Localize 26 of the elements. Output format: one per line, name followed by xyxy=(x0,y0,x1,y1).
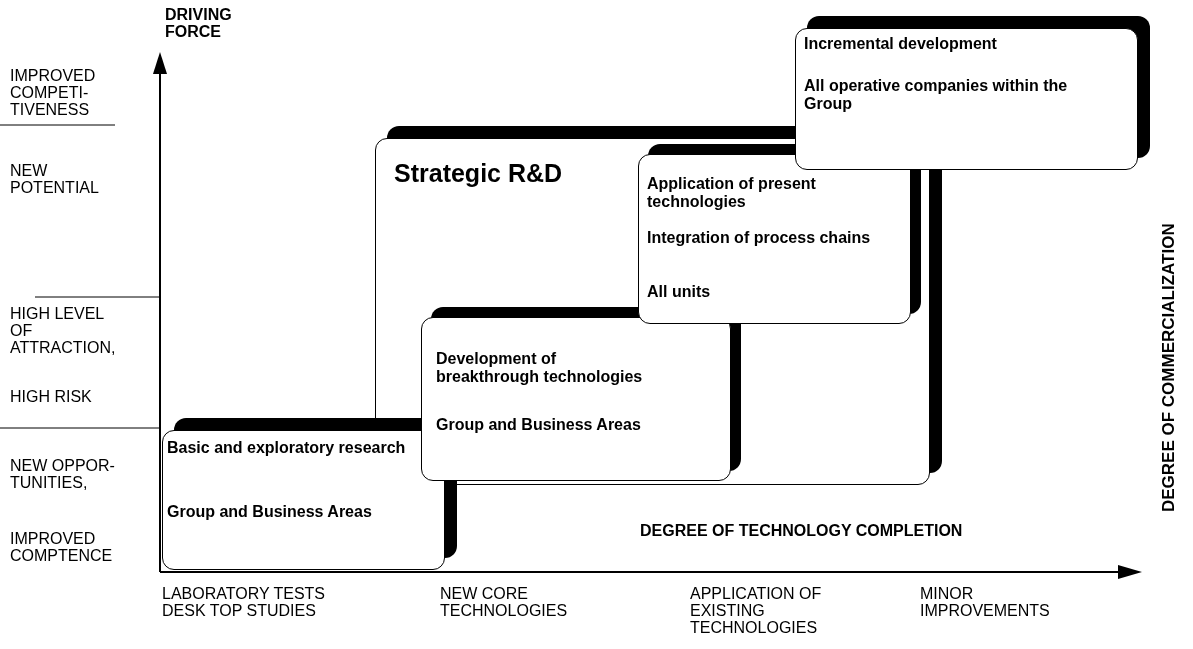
scale-label: HIGH RISK xyxy=(10,388,93,405)
axis-label: MINOR IMPROVEMENTS xyxy=(920,585,1051,619)
stage-box xyxy=(795,28,1138,170)
box-text: All operative companies within the Group xyxy=(804,77,1069,113)
scale-label: NEW POTENTIAL xyxy=(10,162,100,196)
box-text: Group and Business Areas xyxy=(167,503,373,521)
box-text: Group and Business Areas xyxy=(436,416,642,434)
axis-title: DEGREE OF COMMERCIALIZATION xyxy=(1160,223,1177,512)
box-text: All units xyxy=(647,283,712,301)
axis-label: NEW CORE TECHNOLOGIES xyxy=(440,585,569,619)
scale-label: IMPROVED COMPETI- TIVENESS xyxy=(10,67,97,118)
axis-title: DRIVING FORCE xyxy=(165,6,233,40)
box-heading: Application of present technologies xyxy=(647,175,817,211)
scale-label: NEW OPPOR- TUNITIES, xyxy=(10,457,115,491)
box-title: Strategic R&D xyxy=(394,159,564,187)
stage-box xyxy=(421,317,731,481)
box-heading: Development of breakthrough technologies xyxy=(436,350,644,386)
axis-title: DEGREE OF TECHNOLOGY COMPLETION xyxy=(640,522,964,539)
axis-label: LABORATORY TESTS DESK TOP STUDIES xyxy=(162,585,327,619)
stage-box xyxy=(638,154,911,324)
box-heading: Basic and exploratory research xyxy=(167,439,407,457)
scale-label: IMPROVED COMPTENCE xyxy=(10,530,114,564)
scale-label: HIGH LEVEL OF ATTRACTION, xyxy=(10,305,117,356)
box-heading: Incremental development xyxy=(804,35,998,53)
box-text: Integration of process chains xyxy=(647,229,872,247)
axis-label: APPLICATION OF EXISTING TECHNOLOGIES xyxy=(690,585,823,636)
